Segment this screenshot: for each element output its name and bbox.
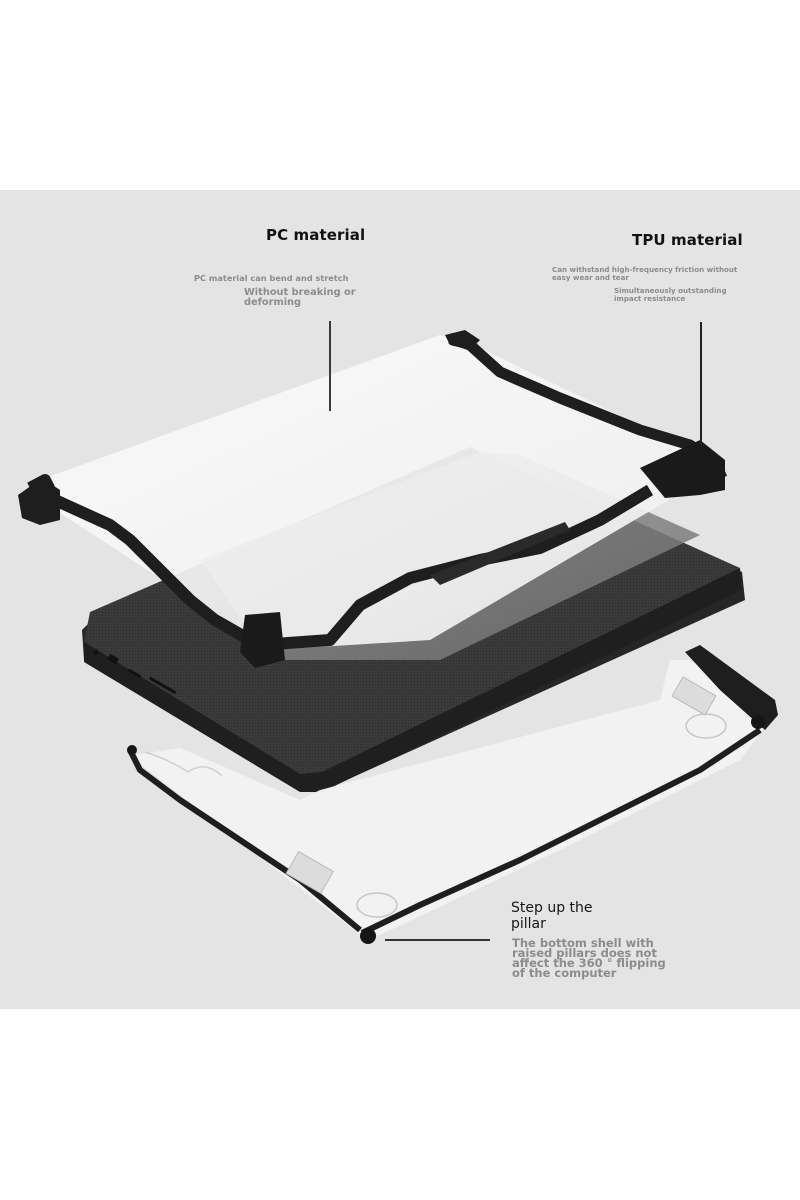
pillar-description: The bottom shell with raised pillars doe…: [512, 936, 666, 980]
pillar-desc-3: affect the 360 ° flipping: [512, 956, 666, 970]
pillar-title: Step up the pillar: [511, 900, 593, 932]
tpu-material-title: TPU material: [632, 231, 743, 249]
top-shell: [18, 330, 728, 668]
bottom-shell: [127, 645, 778, 944]
pc-material-desc-1: PC material can bend and stretch: [194, 273, 349, 283]
pc-material-desc-2: Without breaking or: [244, 287, 356, 298]
pc-material-title: PC material: [266, 226, 366, 244]
pillar-title-line-1: Step up the: [511, 900, 593, 916]
pc-material-desc-3: deforming: [244, 297, 302, 308]
pillar-desc-2: raised pillars does not: [512, 946, 657, 960]
tpu-material-desc-4: impact resistance: [614, 294, 686, 303]
pillar-desc-4: of the computer: [512, 966, 617, 980]
tpu-callout-line: [700, 322, 702, 446]
pillar-title-line-2: pillar: [511, 916, 546, 932]
tpu-material-desc-2: easy wear and tear: [552, 273, 629, 282]
tpu-material-desc-3: Simultaneously outstanding: [614, 286, 727, 295]
pillar-callout-line: [385, 939, 490, 941]
pc-callout-line: [329, 321, 331, 411]
tpu-material-desc-1: Can withstand high-frequency friction wi…: [552, 265, 738, 274]
pillar-desc-1: The bottom shell with: [512, 936, 654, 950]
